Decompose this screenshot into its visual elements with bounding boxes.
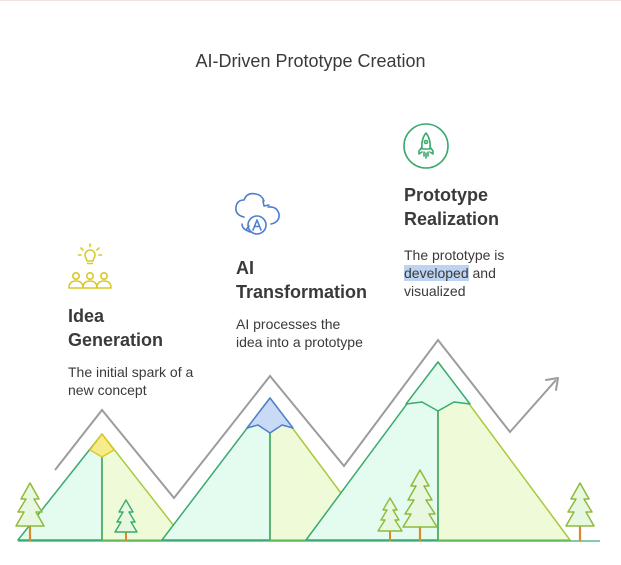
- mountain-prototype-peak: [405, 361, 471, 412]
- description-line: new concept: [68, 382, 147, 398]
- stage-description-idea-generation: The initial spark of a new concept: [68, 363, 193, 399]
- journey-path-arrow: [54, 338, 559, 500]
- top-divider-line: [0, 0, 621, 1]
- stage-description-ai-transformation: AI processes the idea into a prototype: [236, 315, 363, 351]
- heading-line: AI: [236, 258, 254, 278]
- description-line: idea into a prototype: [236, 334, 363, 350]
- heading-line: Transformation: [236, 282, 368, 302]
- heading-line: Prototype: [404, 185, 489, 205]
- heading-line: Idea: [68, 306, 105, 326]
- heading-line: Generation: [68, 330, 164, 350]
- highlighted-text: developed: [404, 265, 469, 281]
- tree-icon: [114, 499, 138, 541]
- description-line: The initial spark of a: [68, 364, 194, 380]
- heading-line: Realization: [404, 209, 500, 229]
- diagram-title: AI-Driven Prototype Creation: [195, 51, 426, 71]
- tree-icon: [402, 469, 438, 541]
- tree-icon: [15, 482, 45, 541]
- stage-description-prototype-realization: The prototype is developed and visualize…: [404, 246, 504, 300]
- description-line: AI processes the: [236, 316, 341, 332]
- mountain-idea-peak: [89, 433, 115, 458]
- stage-heading-ai-transformation: AI Transformation: [236, 256, 367, 304]
- ai-cloud-cycle-icon: [235, 192, 280, 235]
- tree-icon: [377, 497, 403, 541]
- rocket-icon: [403, 123, 449, 169]
- mountain-prototype-realization: [305, 361, 571, 541]
- description-line: developed and: [404, 264, 504, 282]
- tree-icon: [565, 482, 595, 541]
- stage-heading-prototype-realization: Prototype Realization: [404, 183, 499, 231]
- description-line: visualized: [404, 283, 466, 299]
- mountain-ai-peak: [246, 397, 294, 434]
- people-lightbulb-icon: [68, 243, 112, 289]
- stage-heading-idea-generation: Idea Generation: [68, 304, 163, 352]
- description-line: The prototype is: [404, 247, 505, 263]
- description-text: and: [468, 265, 496, 281]
